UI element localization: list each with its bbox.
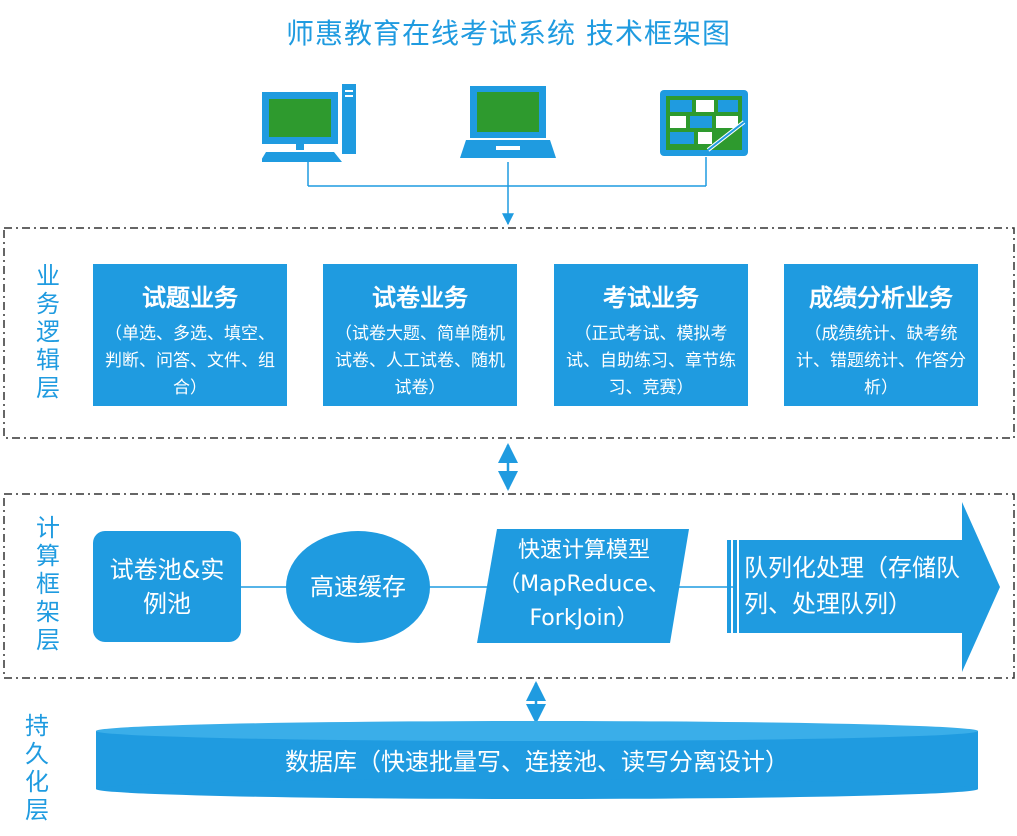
biz-box-desc: （成绩统计、缺考统计、错题统计、作答分析） <box>796 324 966 398</box>
instance-pool-label: 试卷池&实例池 <box>109 556 225 618</box>
page-title: 师惠教育在线考试系统 技术框架图 <box>286 17 731 50</box>
compute-layer-frame <box>3 493 1015 679</box>
biz-box-title: 考试业务 <box>603 284 699 312</box>
biz-box-desc: （单选、多选、填空、判断、问答、文件、组合） <box>105 324 275 398</box>
desktop-icon <box>262 84 356 162</box>
database-label: 数据库（快速批量写、连接池、读写分离设计） <box>285 748 789 776</box>
compute-model-label: 快速计算模型（MapReduce、ForkJoin） <box>498 538 670 631</box>
biz-box-desc: （正式考试、模拟考试、自助练习、章节练习、竞赛） <box>566 324 736 398</box>
question-business-box: 试题业务 （单选、多选、填空、判断、问答、文件、组合） <box>93 264 287 406</box>
business-layer-label: 业务逻辑层 <box>36 262 60 402</box>
queue-label: 队列化处理（存储队列、处理队列） <box>744 554 960 618</box>
device-connector <box>307 157 707 226</box>
biz-box-title: 试题业务 <box>142 284 238 312</box>
paper-business-box: 试卷业务 （试卷大题、简单随机试卷、人工试卷、随机试卷） <box>323 264 517 406</box>
score-business-box: 成绩分析业务 （成绩统计、缺考统计、错题统计、作答分析） <box>784 264 978 406</box>
database-cylinder <box>96 721 978 799</box>
business-layer-frame <box>3 227 1015 439</box>
laptop-icon <box>460 86 556 158</box>
biz-box-desc: （试卷大题、简单随机试卷、人工试卷、随机试卷） <box>335 324 505 398</box>
compute-model-shape <box>477 529 689 643</box>
exam-business-box: 考试业务 （正式考试、模拟考试、自助练习、章节练习、竞赛） <box>554 264 748 406</box>
cache-ellipse <box>286 531 430 643</box>
persistence-layer-label: 持久化层 <box>25 712 49 824</box>
cache-label: 高速缓存 <box>310 573 406 601</box>
instance-pool-box <box>93 531 241 642</box>
tablet-icon <box>660 90 748 156</box>
biz-box-title: 试卷业务 <box>372 284 468 312</box>
compute-layer-label: 计算框架层 <box>36 514 60 654</box>
biz-box-title: 成绩分析业务 <box>809 284 953 312</box>
queue-arrow-shape <box>727 502 1000 672</box>
